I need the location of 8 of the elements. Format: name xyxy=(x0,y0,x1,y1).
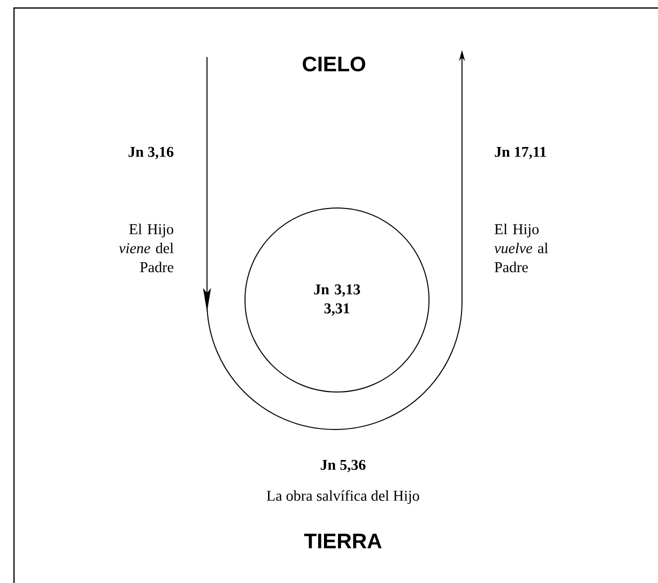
verse-reference: Jn 5,36 xyxy=(320,460,366,472)
verse-reference: Jn 3,16 xyxy=(128,146,174,160)
verse-reference: Jn 17,11 xyxy=(494,146,546,160)
description-text: El Hijo vuelve al Padre xyxy=(494,224,548,272)
region-label: TIERRA xyxy=(304,534,382,548)
description-text: La obra salvífica del Hijo xyxy=(266,490,420,504)
region-label: CIELO xyxy=(302,56,366,72)
description-text: El Hijo viene del Padre xyxy=(119,224,174,272)
